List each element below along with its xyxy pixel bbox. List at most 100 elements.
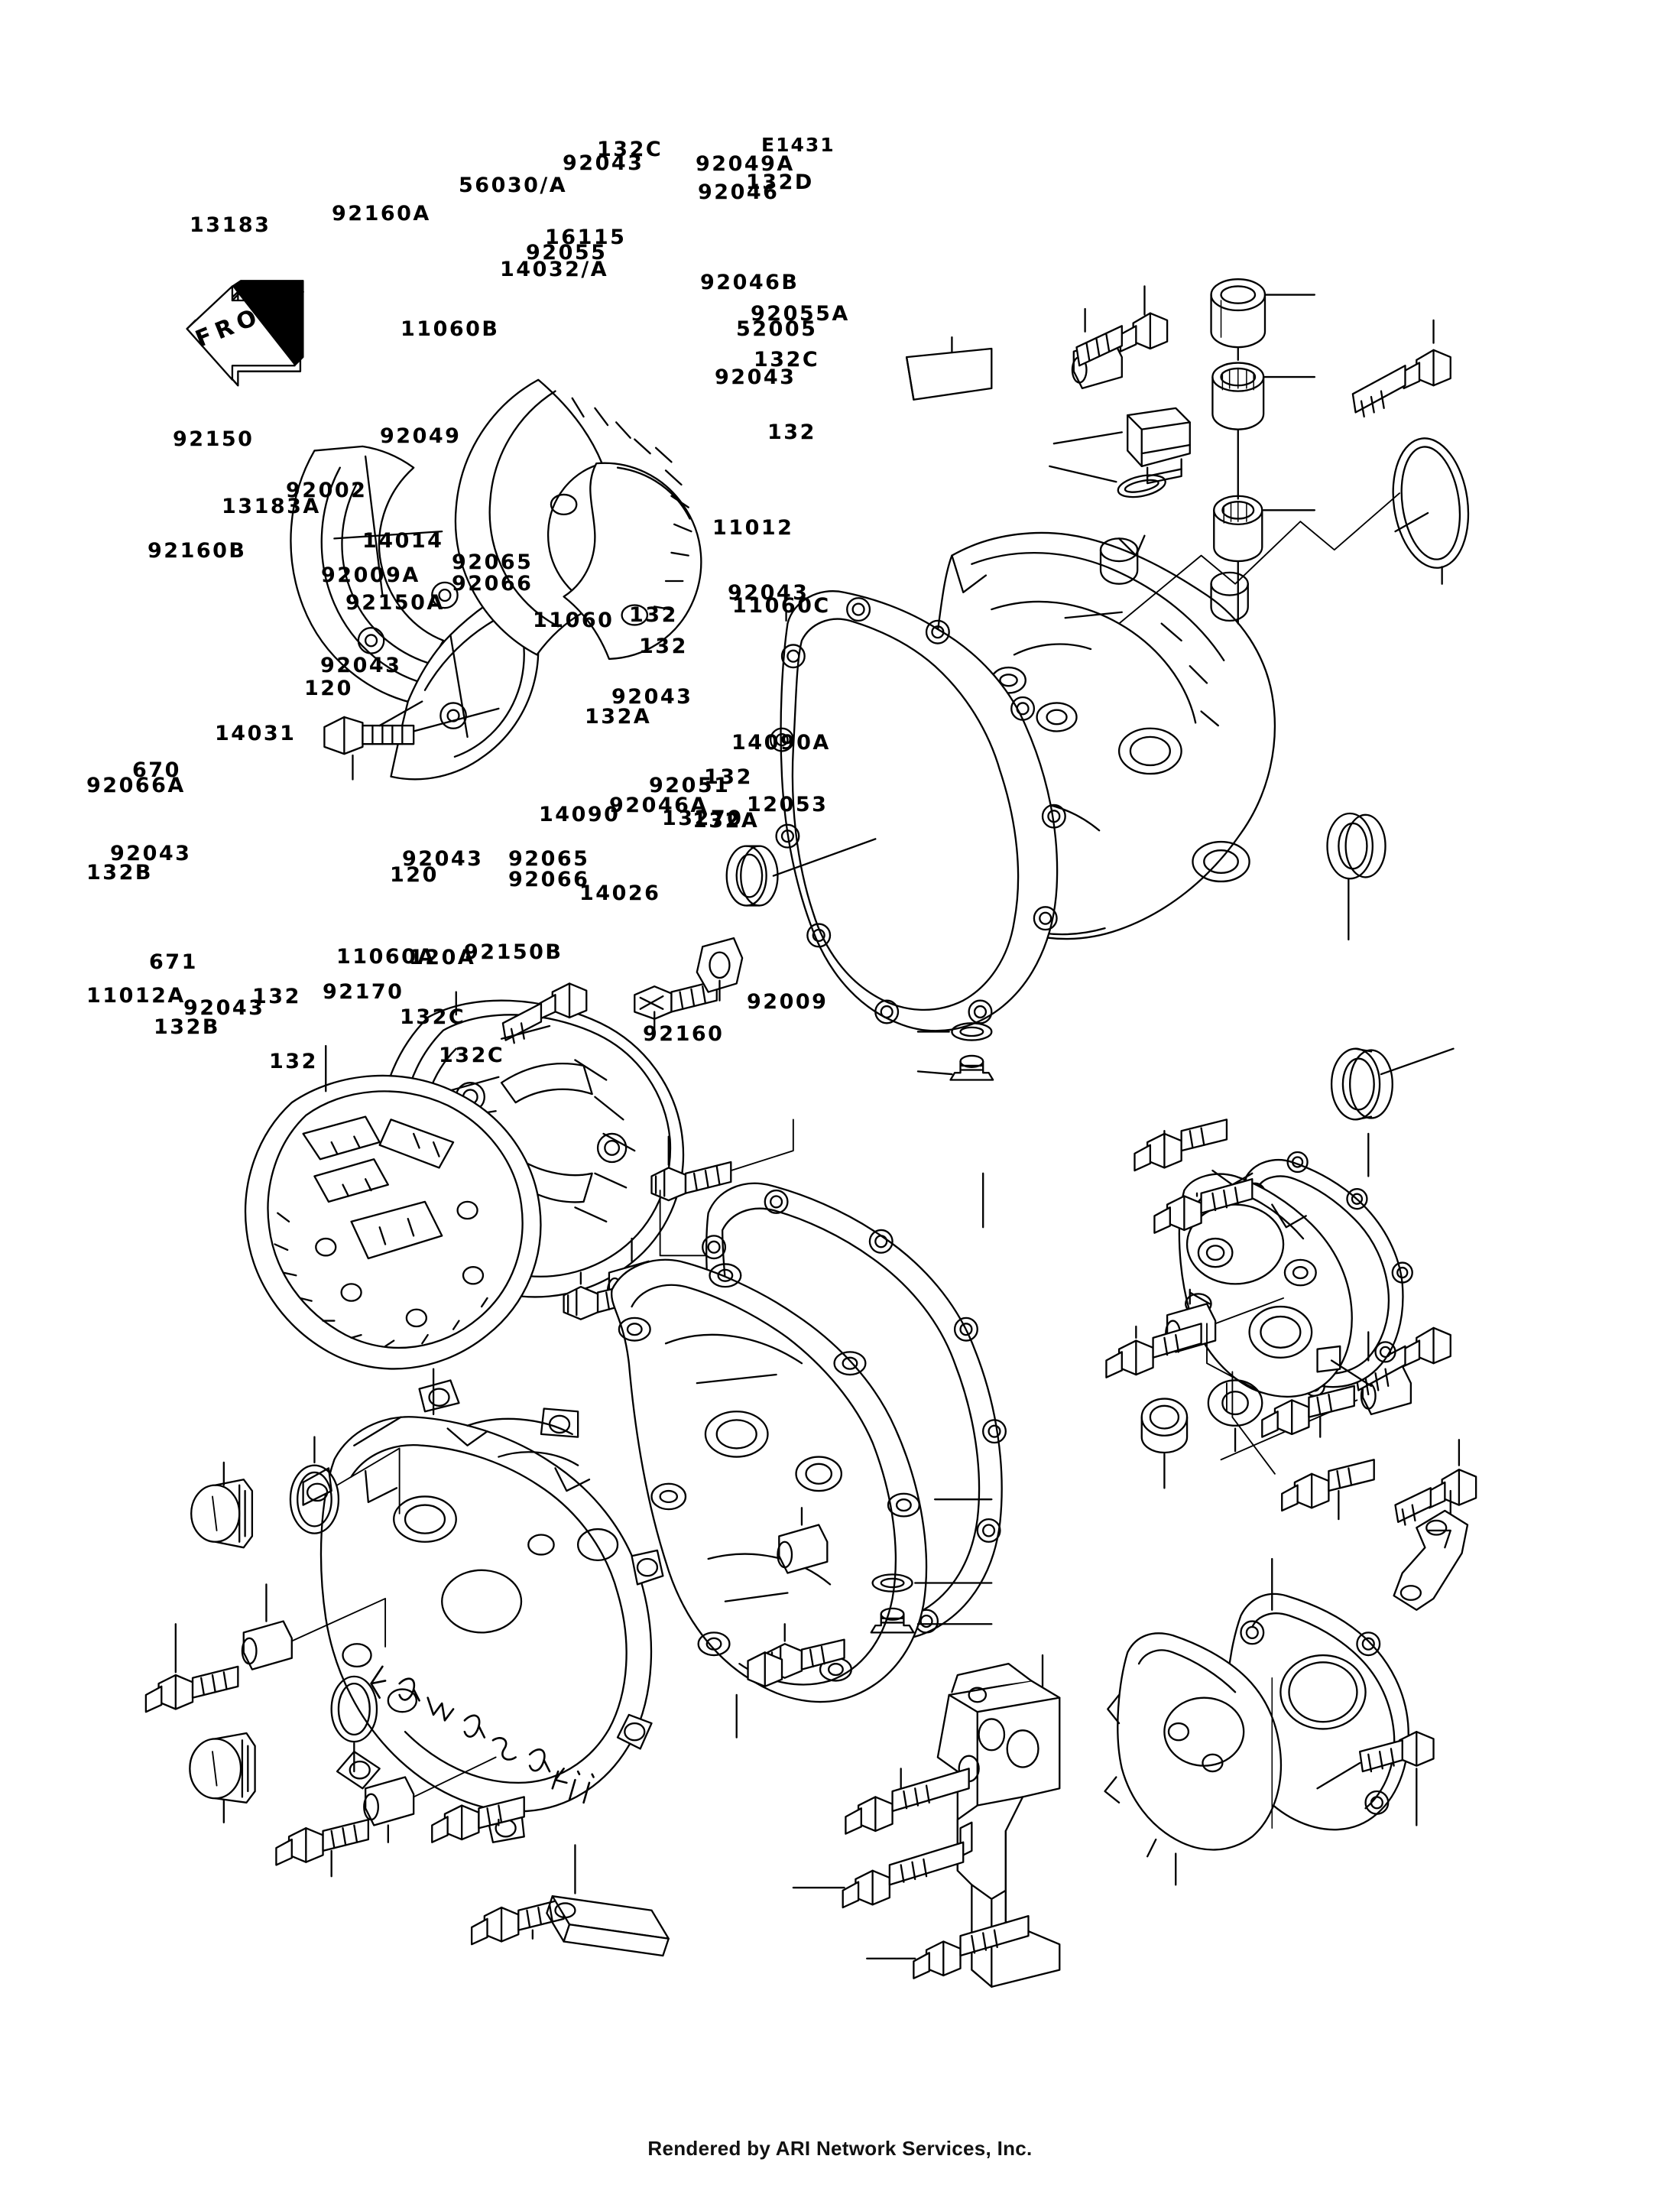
- callout-132C-b[interactable]: 132C: [754, 348, 820, 372]
- callout-13183[interactable]: 13183: [190, 213, 271, 237]
- callout-120A[interactable]: 120A: [409, 946, 476, 969]
- callout-92046B[interactable]: 92046B: [700, 271, 799, 294]
- callout-132A-a[interactable]: 132A: [585, 705, 652, 729]
- callout-132C-d[interactable]: 132C: [439, 1044, 505, 1067]
- part-92170-clamp: [546, 1895, 670, 1957]
- callout-56030A[interactable]: 56030/A: [459, 174, 568, 197]
- callout-92160A[interactable]: 92160A: [332, 202, 431, 226]
- callout-120-a[interactable]: 120: [304, 677, 353, 700]
- callout-671[interactable]: 671: [149, 950, 198, 974]
- callout-670[interactable]: 670: [132, 758, 181, 782]
- callout-11012[interactable]: 11012: [712, 516, 794, 540]
- callout-14090A[interactable]: 14090A: [731, 731, 831, 755]
- callout-92043-a[interactable]: 92043: [563, 151, 644, 175]
- part-92046A-bush: [1140, 1398, 1189, 1454]
- callout-16115[interactable]: 16115: [545, 226, 627, 249]
- callout-92170[interactable]: 92170: [323, 980, 404, 1004]
- part-132-bolt-r1: [1134, 1118, 1228, 1172]
- callout-92065-b[interactable]: 92065: [508, 847, 590, 871]
- callout-132-f[interactable]: 132: [269, 1050, 318, 1073]
- part-11012A-plug: [189, 1732, 256, 1804]
- callout-132B-b[interactable]: 132B: [154, 1015, 220, 1039]
- callout-92043-f[interactable]: 92043: [110, 842, 192, 865]
- part-52005-seal: [1330, 1047, 1393, 1121]
- callout-132-e[interactable]: 132: [252, 985, 301, 1008]
- callout-92043-e[interactable]: 92043: [611, 685, 693, 709]
- kawasaki-script-logo: [370, 1665, 595, 1804]
- callout-92055A[interactable]: 92055A: [751, 302, 850, 326]
- callout-92046[interactable]: 92046: [698, 180, 780, 204]
- callout-92009A[interactable]: 92009A: [321, 563, 420, 587]
- callout-92066A[interactable]: 92066A: [86, 774, 186, 797]
- callout-132C-c[interactable]: 132C: [400, 1005, 466, 1029]
- callout-14090[interactable]: 14090: [539, 803, 621, 826]
- callout-92055[interactable]: 92055: [526, 241, 608, 265]
- callout-92043-h[interactable]: 92043: [183, 996, 265, 1020]
- part-92160-gasket: [1104, 1632, 1283, 1858]
- callout-132-d[interactable]: 132: [704, 765, 753, 789]
- part-14014-plate: [696, 937, 744, 993]
- callout-13270[interactable]: 13270: [662, 807, 744, 830]
- callout-132A-b[interactable]: 132A: [692, 809, 760, 833]
- part-92046-bearing: [1211, 362, 1265, 430]
- callout-92066-b[interactable]: 92066: [508, 868, 590, 891]
- callout-92049[interactable]: 92049: [380, 424, 462, 448]
- leader-zigzag: [1118, 492, 1400, 625]
- callout-12053[interactable]: 12053: [747, 793, 829, 817]
- callout-11060A[interactable]: 11060A: [336, 945, 436, 969]
- callout-92009[interactable]: 92009: [747, 990, 829, 1014]
- callout-14014[interactable]: 14014: [362, 529, 444, 553]
- part-92046B-bearing: [1213, 495, 1263, 563]
- part-132A-bolt-r: [1105, 1323, 1202, 1378]
- callout-14026[interactable]: 14026: [579, 881, 661, 905]
- part-132B-bolt-lower: [275, 1818, 370, 1866]
- leader-92150A-2: [730, 1118, 794, 1172]
- callout-92046A[interactable]: 92046A: [609, 794, 709, 817]
- callout-92160[interactable]: 92160: [643, 1022, 725, 1046]
- callout-14031[interactable]: 14031: [215, 722, 297, 745]
- leader-92049: [772, 838, 877, 877]
- leader-52005: [1380, 1047, 1455, 1076]
- callout-11012A[interactable]: 11012A: [86, 984, 186, 1008]
- part-92049A-bush: [1210, 278, 1266, 349]
- part-92043-collar-left: [241, 1620, 293, 1670]
- part-11060B-gasket: [770, 590, 1066, 1032]
- callout-92150B[interactable]: 92150B: [464, 940, 563, 964]
- part-132D-bolt: [1351, 349, 1451, 418]
- callout-11060C[interactable]: 11060C: [732, 594, 831, 618]
- callout-92043-c[interactable]: 92043: [728, 581, 809, 605]
- callout-92043-d[interactable]: 92043: [320, 654, 402, 677]
- callout-13183A[interactable]: 13183A: [222, 495, 321, 518]
- callout-92049A[interactable]: 92049A: [696, 152, 795, 176]
- part-11012-seal: [1326, 812, 1386, 880]
- callout-132C-a[interactable]: 132C: [597, 138, 663, 161]
- callout-132D[interactable]: 132D: [746, 170, 814, 194]
- callout-92065-a[interactable]: 92065: [452, 550, 534, 574]
- callout-92066-a[interactable]: 92066: [452, 572, 534, 596]
- callout-92160B[interactable]: 92160B: [148, 539, 247, 563]
- part-132B-bolt-upper: [144, 1665, 239, 1713]
- callout-120-b[interactable]: 120: [390, 863, 439, 887]
- leader-16115: [1052, 431, 1123, 445]
- part-92002-bolt: [501, 982, 588, 1044]
- callout-14032A[interactable]: 14032/A: [500, 258, 609, 281]
- part-92066-plug-lower: [870, 1607, 915, 1634]
- callout-132-a[interactable]: 132: [767, 420, 816, 444]
- callout-11060[interactable]: 11060: [533, 609, 615, 632]
- callout-92043-b[interactable]: 92043: [715, 365, 796, 389]
- callout-92043-g[interactable]: 92043: [402, 847, 484, 871]
- callout-92150A[interactable]: 92150A: [345, 591, 445, 615]
- callout-52005[interactable]: 52005: [736, 317, 818, 341]
- part-92065-washer-lower: [871, 1573, 913, 1592]
- render-credit-footer: Rendered by ARI Network Services, Inc.: [647, 2137, 1033, 2160]
- callout-92002[interactable]: 92002: [286, 479, 368, 502]
- callout-92051[interactable]: 92051: [649, 774, 731, 797]
- callout-132B-a[interactable]: 132B: [86, 861, 153, 885]
- front-arrow-icon: [186, 280, 304, 387]
- callout-11060B[interactable]: 11060B: [401, 317, 500, 341]
- callout-92150[interactable]: 92150: [173, 427, 255, 451]
- leader-92055: [1049, 465, 1117, 483]
- callout-132-c[interactable]: 132: [639, 635, 688, 658]
- callout-132-b[interactable]: 132: [629, 603, 678, 627]
- part-132-bolt-r3: [1261, 1385, 1355, 1438]
